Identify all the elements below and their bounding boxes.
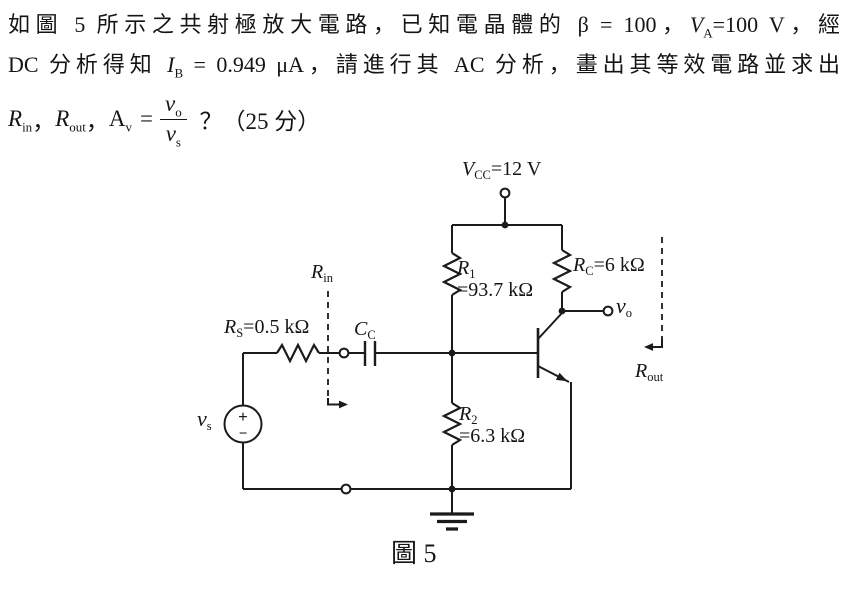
vs-source: + − bbox=[223, 404, 263, 444]
vo-label: vo bbox=[616, 293, 633, 320]
problem-line-1: 如圖 5 所示之共射極放大電路，已知電晶體的 β = 100，VA=100 V，… bbox=[8, 5, 840, 45]
source-minus-sign: − bbox=[239, 426, 248, 442]
output-terminal bbox=[602, 305, 614, 317]
line2-tail: = 0.949 μA，請進行其 AC 分析，畫出其等效電路並求出 bbox=[183, 52, 841, 77]
line1-text: 如圖 5 所示之共射極放大電路，已知電晶體的 β = 100， bbox=[8, 12, 690, 37]
source-circle bbox=[223, 404, 263, 444]
bottom-terminal bbox=[340, 483, 352, 495]
ground-symbol bbox=[430, 489, 474, 531]
var-Rout: Rout bbox=[55, 106, 86, 135]
fraction-vo-vs: vo vs bbox=[159, 91, 187, 150]
comma: ， bbox=[32, 109, 56, 134]
rin-arrow bbox=[339, 400, 348, 409]
line2-text: DC 分析得知 bbox=[8, 52, 168, 77]
r1-label: R1 =93.7 kΩ bbox=[457, 257, 534, 301]
resistor-r2 bbox=[441, 402, 463, 446]
fraction-numerator: vo bbox=[159, 91, 187, 120]
equals-sign: = bbox=[140, 106, 153, 131]
var-IB-sub: B bbox=[174, 65, 184, 81]
var-IB: I bbox=[167, 52, 175, 77]
var-VA-sub: A bbox=[703, 25, 713, 41]
comma: ， bbox=[85, 109, 109, 134]
cc-label: CC bbox=[354, 318, 376, 342]
resistor-rs bbox=[276, 342, 320, 364]
problem-statement: 如圖 5 所示之共射極放大電路，已知電晶體的 β = 100，VA=100 V，… bbox=[0, 0, 846, 150]
problem-line-2: DC 分析得知 IB = 0.949 μA，請進行其 AC 分析，畫出其等效電路… bbox=[8, 45, 840, 85]
var-Av: Av bbox=[108, 106, 132, 135]
resistor-r1 bbox=[441, 252, 463, 296]
var-Rin: Rin bbox=[8, 106, 33, 135]
rout-dashed-marker bbox=[644, 237, 663, 351]
vcc-terminal bbox=[499, 187, 511, 199]
r2-label: R2 =6.3 kΩ bbox=[459, 403, 526, 447]
circuit-wires bbox=[242, 197, 603, 490]
npn-transistor bbox=[536, 312, 570, 383]
rc-label: RC=6 kΩ bbox=[573, 254, 645, 278]
var-VA: V bbox=[689, 12, 704, 37]
input-terminal bbox=[338, 347, 350, 359]
emitter-arrow bbox=[555, 372, 568, 382]
rout-label: Rout bbox=[635, 360, 664, 384]
capacitor-cc bbox=[363, 341, 377, 366]
rin-label: Rin bbox=[311, 261, 333, 285]
vs-label: vs bbox=[197, 406, 212, 433]
points-text: ？（25 分） bbox=[193, 109, 321, 134]
resistor-rc bbox=[551, 249, 573, 293]
fraction-denominator: vs bbox=[165, 120, 181, 150]
rs-label: RS=0.5 kΩ bbox=[224, 316, 310, 340]
source-plus-sign: + bbox=[238, 407, 248, 426]
rout-arrow bbox=[644, 343, 653, 351]
problem-line-3: Rin ， Rout ， Av = vo vs ？（25 分） bbox=[8, 88, 840, 150]
line1-tail: =100 V，經 bbox=[712, 12, 840, 37]
figure-caption: 圖 5 bbox=[391, 539, 437, 568]
vcc-label: VCC=12 V bbox=[462, 158, 542, 182]
rin-dashed-marker bbox=[327, 291, 348, 409]
transistor-collector bbox=[537, 312, 563, 340]
